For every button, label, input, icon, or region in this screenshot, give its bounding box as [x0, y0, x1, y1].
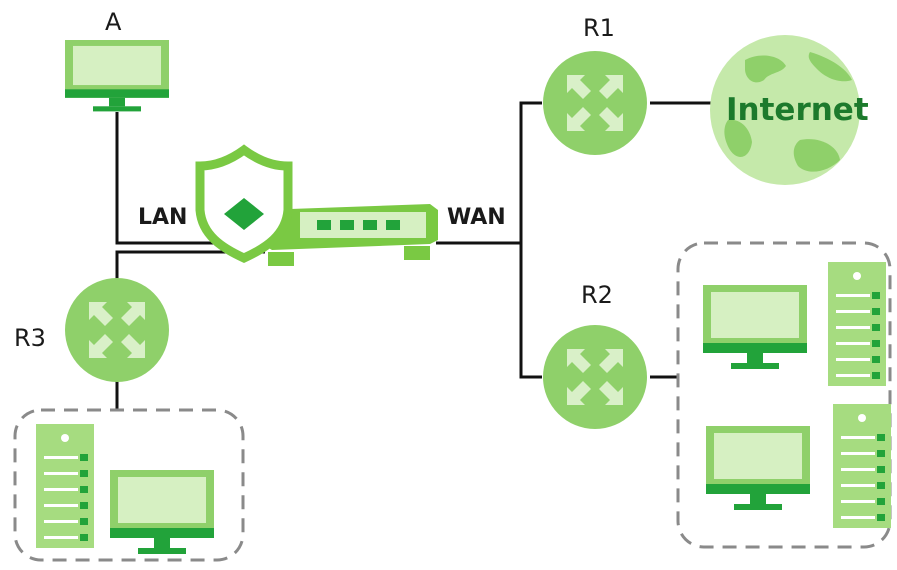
zone-r3-network: [13, 408, 245, 562]
router-arrows-icon: [543, 325, 647, 429]
router-arrows-icon: [65, 278, 169, 382]
server-tower-icon: [36, 424, 94, 548]
link-r3-to-firewall: [115, 250, 265, 282]
firewall-device: [195, 144, 438, 266]
link-wan-bus: [519, 101, 542, 379]
monitor-icon: [703, 285, 807, 369]
r2-zone-server-bottom: [833, 404, 891, 528]
lan-label: LAN: [138, 205, 187, 230]
router-r2-label: R2: [581, 281, 613, 309]
globe-icon: [710, 35, 860, 185]
monitor-icon: [706, 426, 810, 510]
host-a-pc: [65, 40, 169, 112]
server-tower-icon: [833, 404, 891, 528]
internet-cloud: Internet: [710, 35, 869, 185]
router-r3-label: R3: [14, 324, 46, 352]
server-tower-icon: [828, 262, 886, 386]
router-r3: [65, 278, 169, 382]
router-r1-label: R1: [583, 14, 615, 42]
router-r1: [543, 51, 647, 155]
host-a-label: A: [105, 8, 122, 36]
monitor-icon: [65, 40, 169, 112]
r3-zone-server: [36, 424, 94, 548]
monitor-icon: [110, 470, 214, 554]
internet-label: Internet: [726, 92, 869, 128]
wan-label: WAN: [447, 205, 506, 230]
router-arrows-icon: [543, 51, 647, 155]
r3-zone-pc: [110, 470, 214, 554]
zone-r2-network: [676, 241, 892, 549]
r2-zone-server-top: [828, 262, 886, 386]
shield-router-icon: [195, 144, 438, 266]
router-r2: [543, 325, 647, 429]
r2-zone-pc-top: [703, 285, 807, 369]
r2-zone-pc-bottom: [706, 426, 810, 510]
